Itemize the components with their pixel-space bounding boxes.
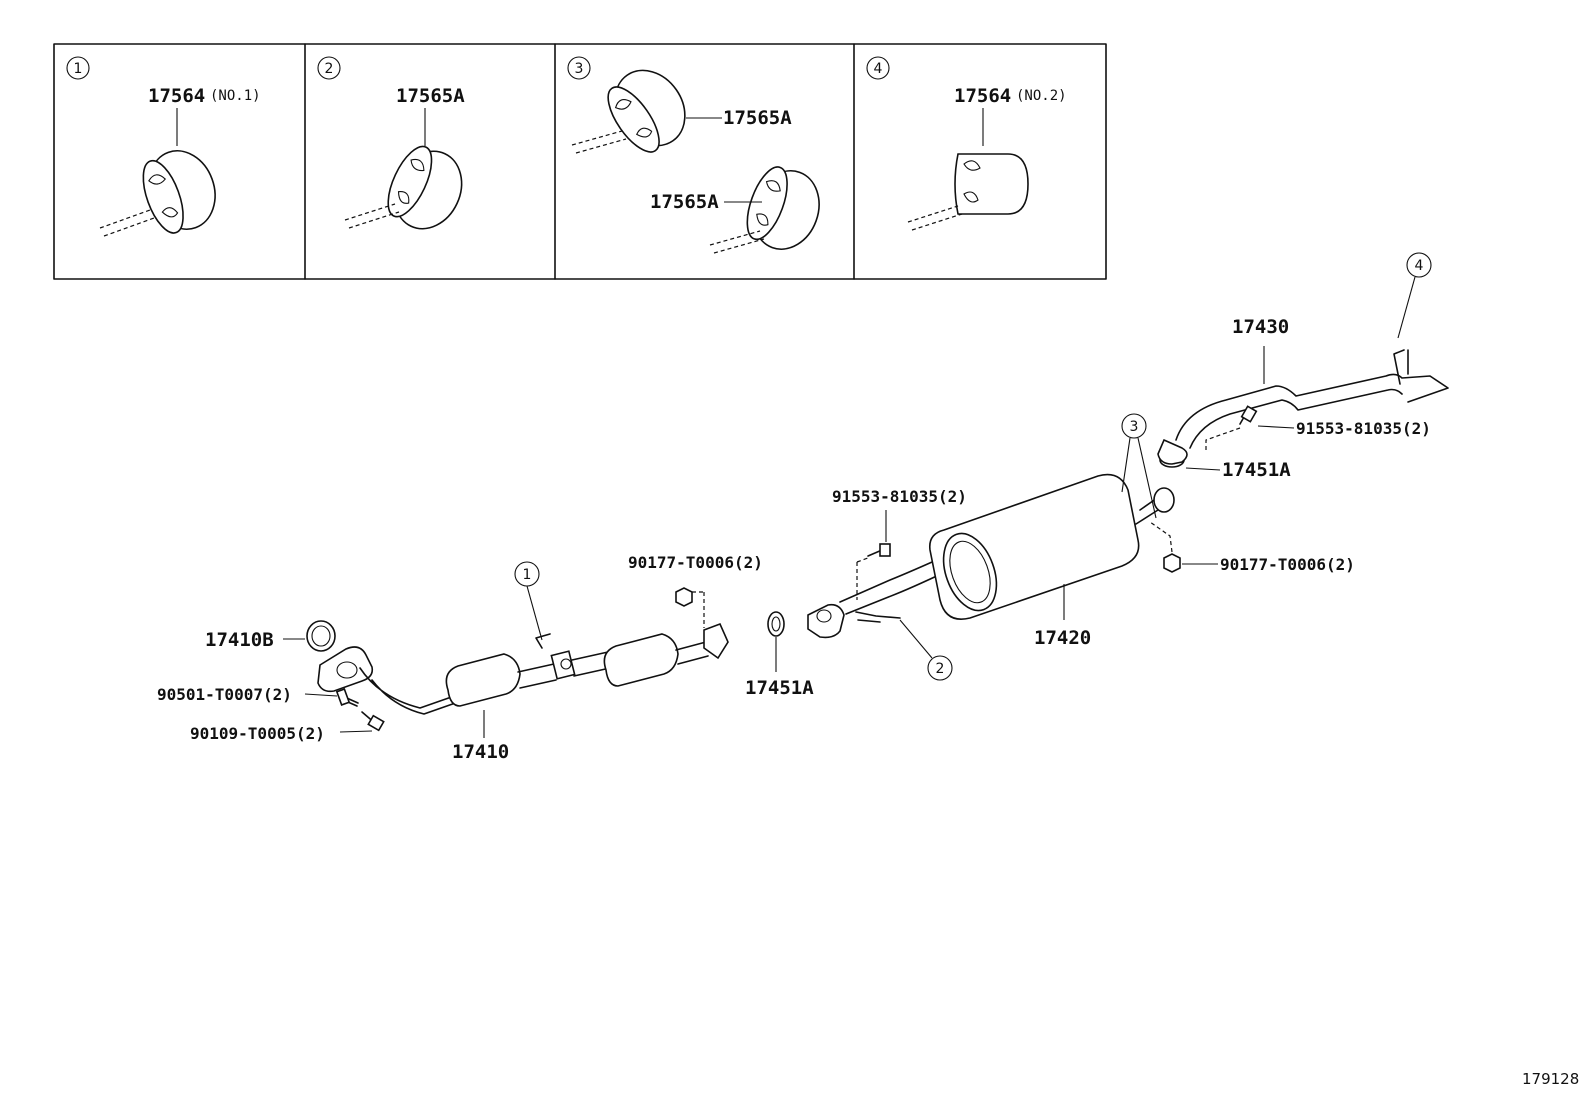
bolt-icon	[1239, 405, 1258, 425]
rubber-hanger-icon	[142, 150, 216, 234]
front-flange	[317, 646, 374, 693]
catalytic-converter-rear	[603, 633, 679, 687]
label-90109-T0005: 90109-T0005(2)	[190, 724, 325, 743]
catalytic-converter-front	[445, 653, 521, 707]
part-label-17565A-panel2: 17565A	[396, 85, 465, 107]
label-90177-T0006-right: 90177-T0006(2)	[1220, 555, 1355, 574]
part-label-17565A-bottom: 17565A	[650, 191, 719, 213]
label-17451A-left: 17451A	[745, 677, 814, 699]
callout-4: 4	[1415, 258, 1424, 274]
callout-circle-4	[1406, 252, 1432, 278]
inset-panel-3: 3 17565A 17565A	[567, 56, 820, 254]
figure-id: 179128	[1522, 1070, 1579, 1088]
label-91553-81035-mid: 91553-81035(2)	[832, 487, 967, 506]
part-label-17564-no2: 17564	[954, 85, 1011, 107]
front-pipe-assembly: 17410B 90501-T0007(2) 90109-T0005(2)	[157, 553, 763, 763]
inset-panel-2: 2 17565A	[317, 56, 465, 230]
tail-pipe-assembly: 17451A 91553-81035(2) 17430 4	[1157, 252, 1449, 481]
part-label-17565A-top: 17565A	[723, 107, 792, 129]
nut-icon	[675, 587, 693, 607]
rubber-hanger-icon	[387, 145, 463, 230]
label-17430: 17430	[1232, 316, 1289, 338]
bolt-icon	[361, 711, 385, 732]
part-suffix-no2: (NO.2)	[1016, 88, 1067, 104]
rubber-hanger-icon	[746, 166, 820, 250]
label-91553-81035-right: 91553-81035(2)	[1296, 419, 1431, 438]
callout-circle-2	[927, 655, 953, 681]
rubber-hanger-icon	[607, 69, 686, 153]
label-17410B: 17410B	[205, 629, 274, 651]
label-90177-T0006-left: 90177-T0006(2)	[628, 553, 763, 572]
panel-index-1: 1	[74, 61, 83, 77]
rear-flange	[703, 622, 729, 660]
stud-bolt-icon	[335, 688, 359, 707]
bolt-icon	[867, 543, 891, 557]
label-17451A-right: 17451A	[1222, 459, 1291, 481]
gasket-17451A-left: 17451A	[745, 611, 814, 699]
muffler-inlet-flange	[807, 603, 845, 639]
label-17410: 17410	[452, 741, 509, 763]
callout-1: 1	[523, 567, 532, 583]
panel-index-4: 4	[874, 61, 883, 77]
panel-index-2: 2	[325, 61, 334, 77]
inset-panel-4: 4 17564 (NO.2)	[866, 56, 1067, 231]
rubber-hanger-icon	[954, 153, 1029, 215]
inset-panel-1: 1 17564 (NO.1)	[66, 56, 261, 237]
inset-panels	[53, 43, 1107, 280]
panel-index-3: 3	[575, 61, 584, 77]
callout-circle-3	[1121, 413, 1147, 439]
label-17420: 17420	[1034, 627, 1091, 649]
panel-index-circle	[66, 56, 90, 80]
label-90501-T0007: 90501-T0007(2)	[157, 685, 292, 704]
part-label-17564-no1: 17564	[148, 85, 205, 107]
nut-icon	[1163, 553, 1181, 573]
gasket-17410B	[306, 620, 336, 652]
part-suffix-no1: (NO.1)	[210, 88, 261, 104]
callout-3: 3	[1130, 419, 1139, 435]
callout-2: 2	[936, 661, 945, 677]
center-muffler-assembly: 91553-81035(2) 17420 2 90177-T0006(2) 3	[807, 413, 1355, 681]
